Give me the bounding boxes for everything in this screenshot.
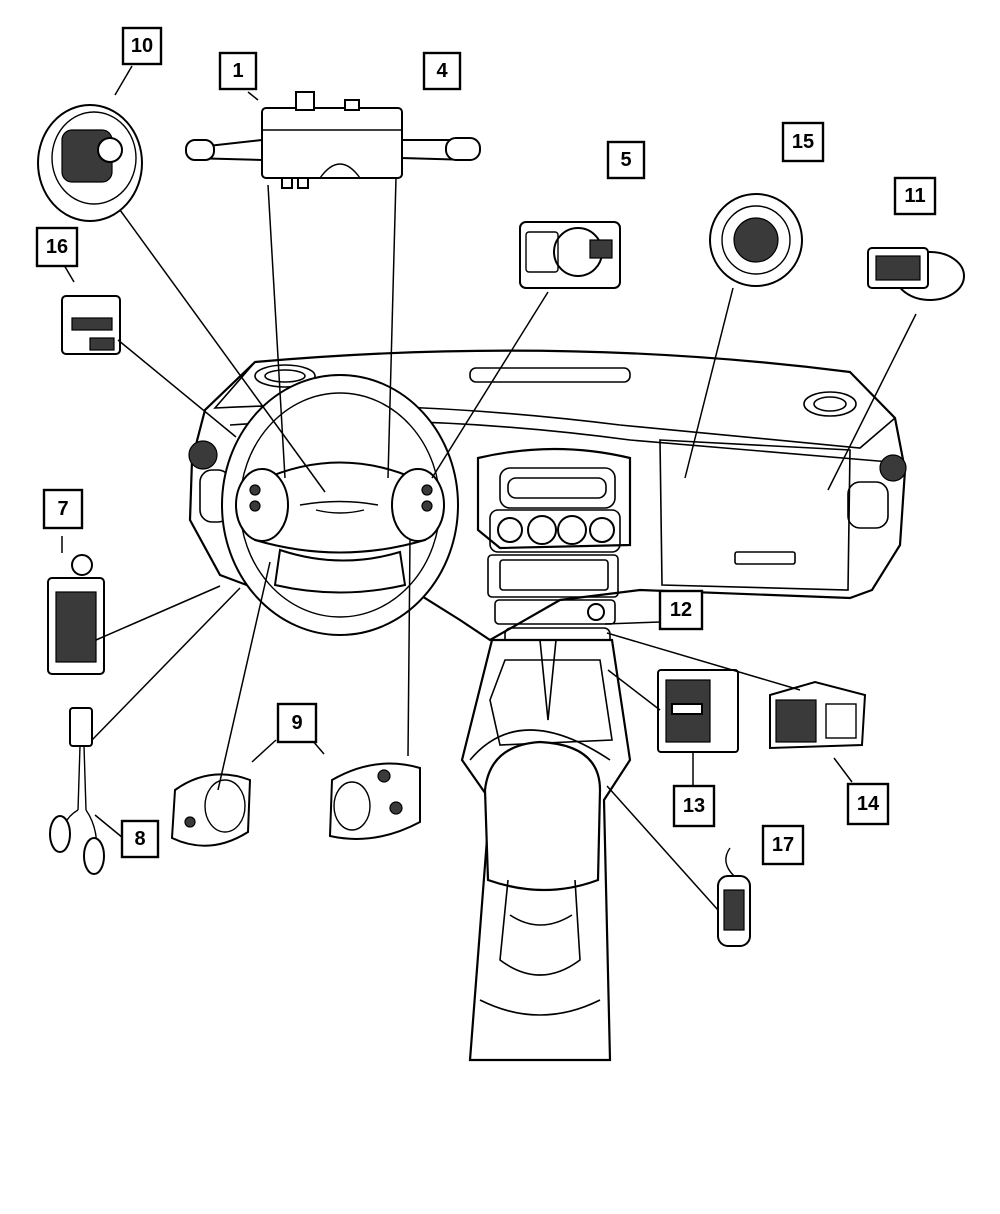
callout-8-label: 8 <box>134 828 145 850</box>
callout-17: 17 <box>761 824 805 866</box>
part-switch-14 <box>769 680 867 750</box>
callout-10: 10 <box>121 26 163 66</box>
callout-1: 1 <box>218 51 258 91</box>
part-sensor-17 <box>717 847 751 947</box>
part-clockspring <box>37 104 143 222</box>
callout-7-label: 7 <box>57 498 68 520</box>
callout-16-label: 16 <box>46 236 68 258</box>
callout-16: 16 <box>35 226 79 268</box>
callout-14-label: 14 <box>857 793 880 815</box>
callout-10-label: 10 <box>131 35 153 57</box>
callout-4-label: 4 <box>436 60 448 82</box>
callout-15: 15 <box>781 121 825 163</box>
part-switch-13 <box>657 669 739 753</box>
callout-17-label: 17 <box>772 834 794 856</box>
callout-14: 14 <box>846 782 890 826</box>
part-sensor-harness <box>49 707 105 875</box>
callouts: 1 4 5 7 8 9 10 11 <box>35 26 937 866</box>
callout-13: 13 <box>672 784 716 828</box>
part-multifunction-switch <box>185 91 481 189</box>
part-steering-switches <box>170 762 421 847</box>
callout-12: 12 <box>658 589 704 631</box>
callout-9-label: 9 <box>291 712 302 734</box>
callout-11: 11 <box>893 176 937 216</box>
callout-5: 5 <box>606 140 646 180</box>
callout-7: 7 <box>42 488 84 530</box>
part-switch-11 <box>867 247 965 301</box>
callout-13-label: 13 <box>683 795 705 817</box>
callout-9: 9 <box>276 702 318 744</box>
leader-lines <box>61 65 917 911</box>
part-switch-5 <box>519 221 621 289</box>
callout-11-label: 11 <box>904 185 925 207</box>
callout-5-label: 5 <box>620 149 631 171</box>
part-ignition-switch <box>47 554 105 675</box>
callout-4: 4 <box>422 51 462 91</box>
callout-8: 8 <box>120 819 160 859</box>
part-switch-16 <box>61 295 121 355</box>
callout-12-label: 12 <box>670 599 692 621</box>
callout-15-label: 15 <box>792 131 814 153</box>
part-airbag <box>709 193 803 287</box>
callout-1-label: 1 <box>232 60 243 82</box>
steering-wheel <box>221 374 459 636</box>
